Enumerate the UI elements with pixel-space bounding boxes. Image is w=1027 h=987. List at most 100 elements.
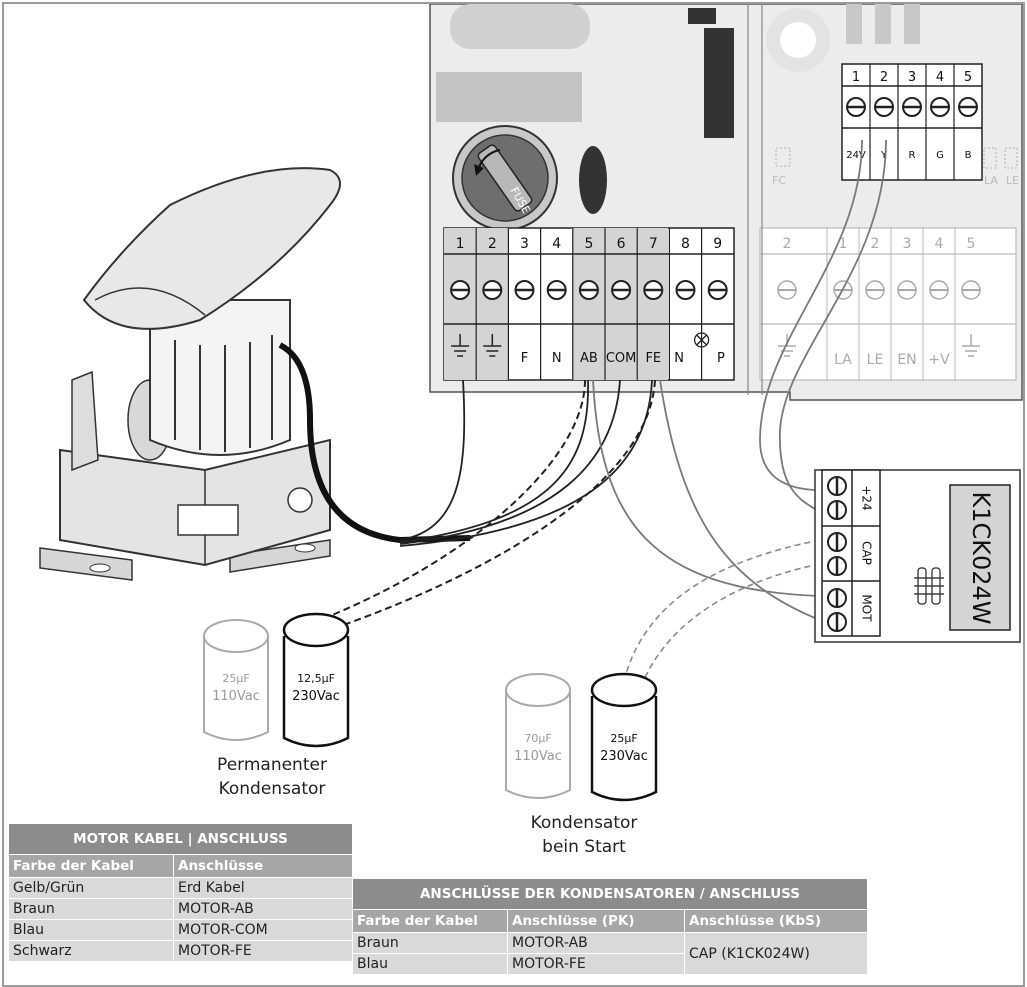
terminal-number: 4 [935,236,944,252]
start-capacitors: 70µF 110Vac 25µF 230Vac Kondensator bein… [505,672,658,857]
module-label-24: +24 [860,485,874,510]
capacitor-table-header-kbs: Anschlüsse (KbS) [684,909,868,933]
cell: Schwarz [8,940,174,962]
table-row: Braun MOTOR-AB [8,898,353,920]
terminal-label: COM [606,351,637,366]
motor-wires [399,379,653,547]
table-row: Blau MOTOR-FE [352,953,868,975]
terminal-number: 3 [908,70,916,85]
cell: MOTOR-AB [173,898,353,920]
terminal-number: 2 [783,236,792,252]
start-capacitor-wires [621,539,821,691]
terminal-screw [578,279,600,301]
terminal-screw [929,280,949,300]
capacitor-12-5uf-black: 12,5µF 230Vac [282,612,350,748]
module-label-cap: CAP [860,541,874,565]
terminal-screw [865,280,885,300]
capacitor-table-header-pk: Anschlüsse (PK) [507,909,685,933]
vertical-cables [747,4,763,395]
table-row: Braun MOTOR-AB CAP (K1CK024W) [352,932,868,975]
terminal-label: Y [880,150,888,161]
lamp-icon [693,332,710,348]
fuse-holder: FUSE [452,125,558,231]
capacitor-table-header-color: Farbe der Kabel [352,909,508,933]
cell: Blau [8,919,174,941]
cap-12-5uf-voltage: 230Vac [292,689,340,704]
ground-symbol [451,334,470,357]
module-name: K1CK024W [967,491,995,624]
table-row: Gelb/Grün Erd Kabel [8,877,353,899]
ground-symbol [962,334,980,357]
terminal-number: 2 [488,236,497,252]
cap-70uf-voltage: 110Vac [514,749,562,764]
terminal-screw [449,279,471,301]
motor-cable-table: MOTOR KABEL | ANSCHLUSS Farbe der Kabel … [8,823,353,962]
terminal-number: 8 [681,236,690,252]
terminal-label: F [521,351,528,366]
terminal-number: 6 [617,236,626,252]
terminal-number: 9 [713,236,722,252]
la-label: LA [984,174,998,187]
terminal-screw [610,279,632,301]
motor-table-header-color: Farbe der Kabel [8,854,174,878]
motor-table-header-connection: Anschlüsse [173,854,353,878]
ground-symbol [483,334,502,357]
terminal-label: FE [645,351,661,366]
terminal-screw [961,280,981,300]
terminal-label: EN [897,352,916,368]
terminal-number: 1 [456,236,465,252]
cap-25uf-start-value: 25µF [610,732,637,745]
permanent-capacitor-caption-1: Permanenter [217,755,327,775]
capacitor-70uf-gray: 70µF 110Vac [505,673,571,799]
terminal-number: 7 [649,236,658,252]
terminal-screw [482,279,503,301]
cell: MOTOR-FE [507,953,685,975]
cap-25uf-value: 25µF [222,672,249,685]
terminal-number: 1 [852,70,860,85]
cell: MOTOR-COM [173,919,353,941]
terminal-number: 5 [964,70,972,85]
terminal-label: LE [867,352,884,368]
terminal-label: G [936,150,944,161]
terminal-label: R [909,150,916,161]
start-capacitor-caption-1: Kondensator [531,813,638,833]
cap-25uf-start-voltage: 230Vac [600,749,648,764]
terminal-label: P [717,351,725,366]
start-capacitor-caption-2: bein Start [542,837,626,857]
terminal-number: 3 [520,236,529,252]
terminal-number: 4 [936,70,944,85]
cell: Gelb/Grün [8,877,174,899]
terminal-number: 2 [880,70,888,85]
terminal-label: 24V [846,150,866,161]
terminal-number: 2 [871,236,880,252]
terminal-screw [897,280,917,300]
terminal-label: N [674,351,684,366]
cell: MOTOR-AB [507,932,685,954]
terminal-screw [929,96,951,118]
terminal-number: 5 [584,236,593,252]
terminal-screw [873,96,895,118]
terminal-label: N [552,351,562,366]
terminal-screw [707,279,728,301]
terminal-screw [845,96,867,118]
module-wires-gray [592,139,887,621]
motor-table-title: MOTOR KABEL | ANSCHLUSS [8,823,353,855]
le-label: LE [1006,174,1019,187]
terminal-label: LA [834,352,852,368]
terminal-screw [901,96,923,118]
table-row: Blau MOTOR-COM [8,919,353,941]
gate-motor [39,167,341,581]
permanent-capacitor-wires [319,379,656,629]
capacitor-25uf-black: 25µF 230Vac [590,672,658,802]
cell: Blau [352,953,508,975]
cell: Braun [8,898,174,920]
capacitor-connection-table: ANSCHLÜSSE DER KONDENSATOREN / ANSCHLUSS… [352,878,868,975]
cap-12-5uf-value: 12,5µF [297,672,335,685]
terminal-label: +V [928,352,950,368]
terminal-number: 4 [552,236,561,252]
terminal-screw [957,96,979,118]
terminal-number: 3 [903,236,912,252]
